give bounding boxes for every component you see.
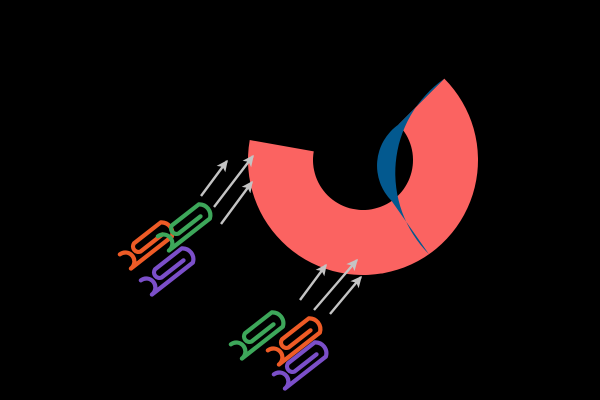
attraction-arrows-upper xyxy=(200,154,254,225)
attraction-arrow xyxy=(200,159,228,197)
attraction-arrow xyxy=(299,263,327,301)
magnet-north-pole[interactable] xyxy=(248,78,478,275)
attraction-arrows-lower xyxy=(299,258,362,315)
horseshoe-magnet[interactable] xyxy=(248,78,478,275)
magnet-south-pole[interactable] xyxy=(377,78,445,255)
attraction-arrow xyxy=(220,180,253,225)
attraction-arrow xyxy=(313,258,358,311)
attraction-arrow xyxy=(213,154,254,208)
attraction-arrow xyxy=(329,275,362,315)
